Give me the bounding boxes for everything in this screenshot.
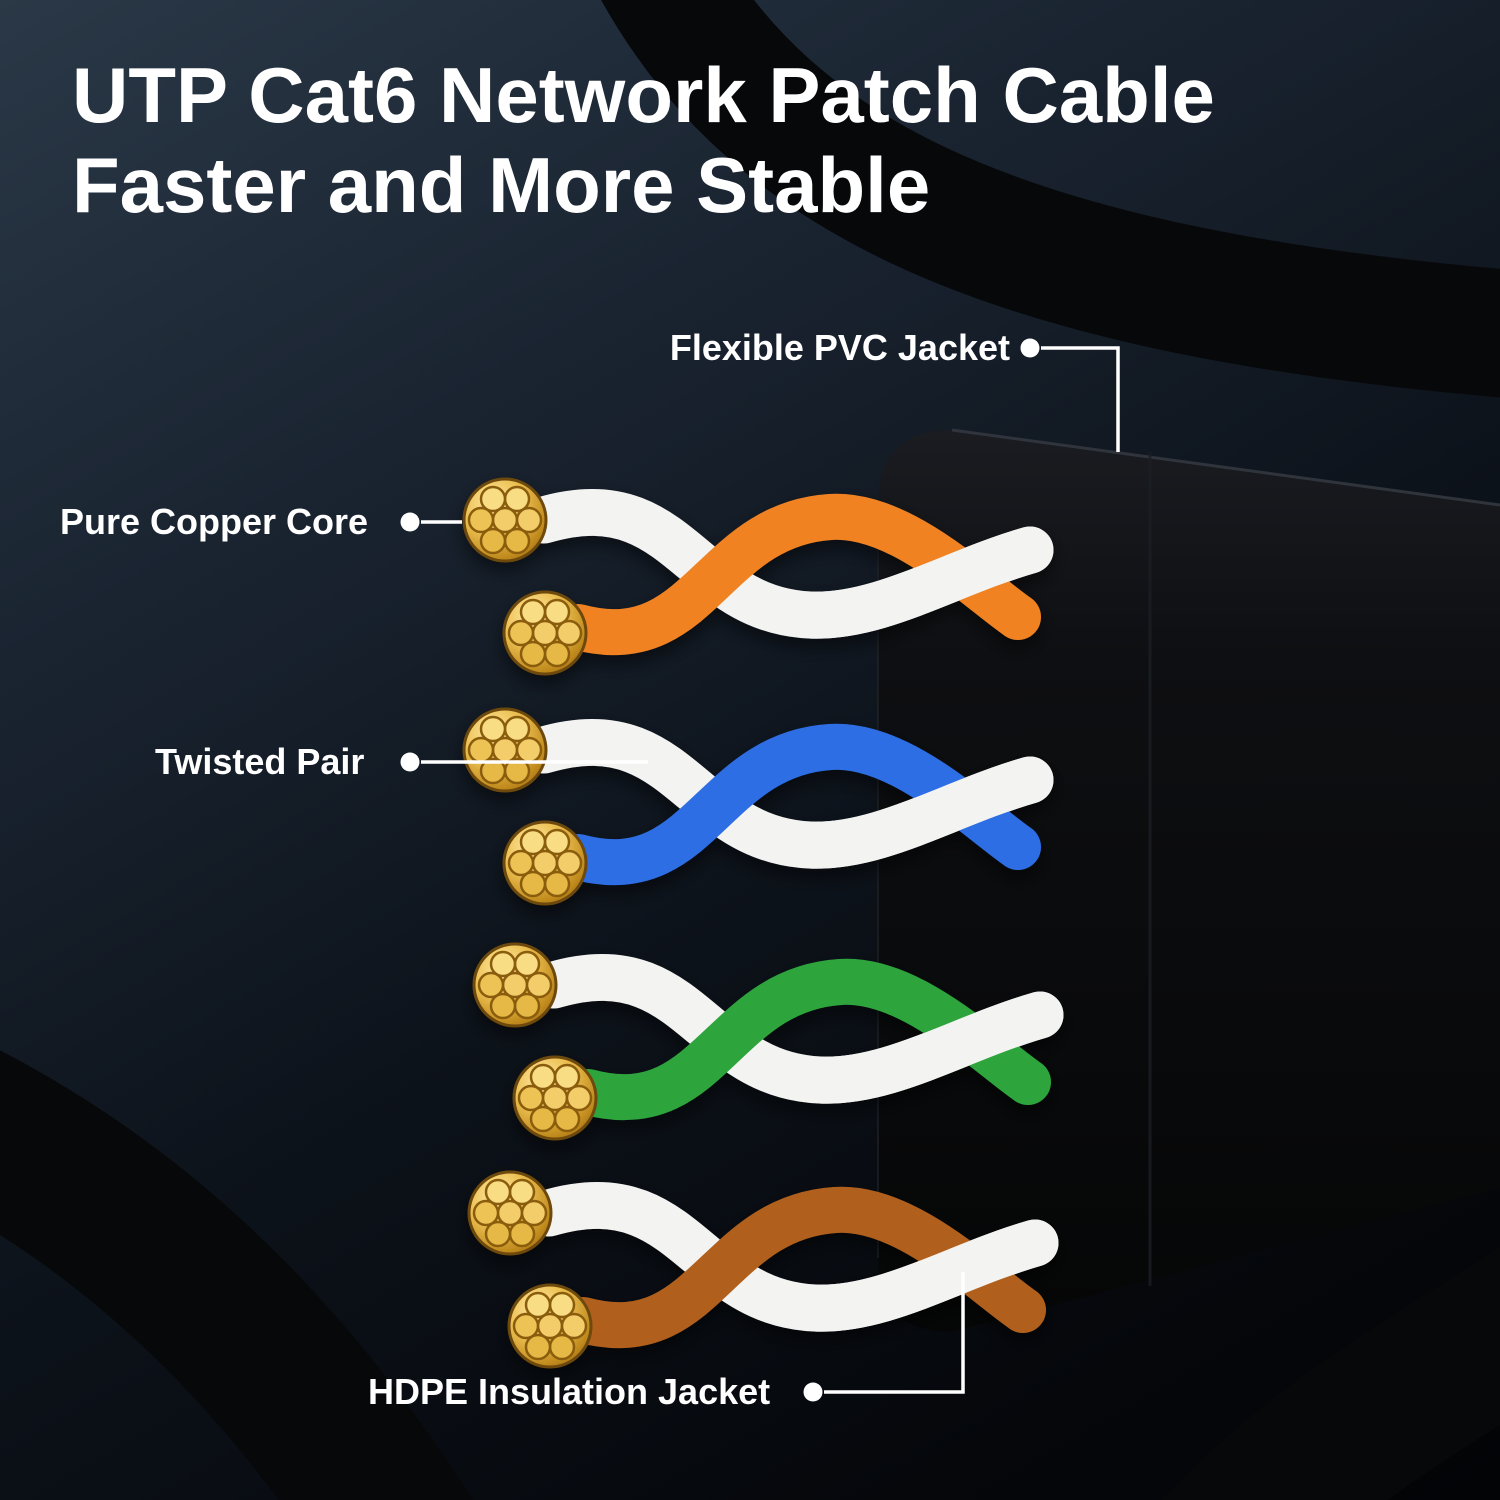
- callout-dot-pure-copper-core: [400, 512, 420, 532]
- callout-dot-twisted-pair: [400, 752, 420, 772]
- background-cable-bottom-right: [1161, 1247, 1500, 1500]
- label-pure-copper-core: Pure Copper Core: [60, 501, 369, 542]
- callout-dot-hdpe-insulation-jacket: [803, 1382, 823, 1402]
- label-hdpe-insulation-jacket: HDPE Insulation Jacket: [368, 1371, 771, 1412]
- background-cable-top: [601, 0, 1500, 398]
- callout-dot-flexible-pvc-jacket: [1020, 338, 1040, 358]
- callout-line-flexible-pvc-jacket: [1041, 346, 1120, 452]
- page-title-line1: UTP Cat6 Network Patch Cable: [72, 51, 1215, 139]
- label-flexible-pvc-jacket: Flexible PVC Jacket: [669, 327, 1010, 368]
- page-title: UTP Cat6 Network Patch Cable Faster and …: [72, 50, 1215, 231]
- background-cable-bottom-left: [0, 1050, 474, 1500]
- cable-jacket: [877, 428, 1500, 1332]
- callout-line-hdpe-insulation-jacket: [824, 1272, 965, 1394]
- page-title-line2: Faster and More Stable: [72, 141, 931, 230]
- label-twisted-pair: Twisted Pair: [155, 741, 365, 782]
